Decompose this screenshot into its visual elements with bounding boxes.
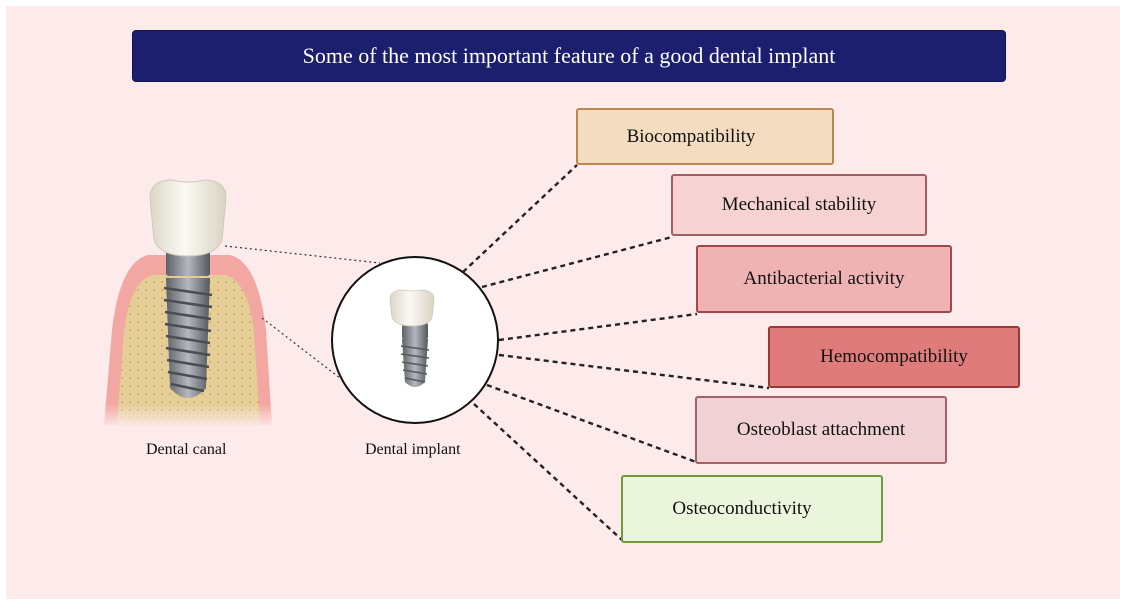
feature-biocompatibility: Biocompatibility xyxy=(576,108,834,165)
feature-label: Osteoblast attachment xyxy=(737,419,905,441)
connector-biocompatibility xyxy=(463,165,577,272)
caption-dental-implant: Dental implant xyxy=(365,441,461,459)
feature-label: Biocompatibility xyxy=(627,126,756,148)
connector-osteoblast-attachment xyxy=(487,385,696,462)
feature-osteoconductivity: Osteoconductivity xyxy=(621,475,883,543)
connector-antibacterial-activity xyxy=(499,314,697,340)
connector-hemocompatibility xyxy=(499,355,769,388)
feature-hemocompatibility: Hemocompatibility xyxy=(768,326,1020,388)
feature-label: Mechanical stability xyxy=(722,194,877,216)
implant-icon xyxy=(332,257,498,423)
connector-osteoconductivity xyxy=(474,404,622,540)
feature-antibacterial-activity: Antibacterial activity xyxy=(696,245,952,313)
feature-label: Hemocompatibility xyxy=(820,346,968,368)
caption-dental-canal: Dental canal xyxy=(146,441,226,459)
feature-osteoblast-attachment: Osteoblast attachment xyxy=(695,396,947,464)
feature-label: Antibacterial activity xyxy=(744,268,905,290)
feature-label: Osteoconductivity xyxy=(672,498,811,520)
connector-mechanical-stability xyxy=(482,237,672,287)
feature-mechanical-stability: Mechanical stability xyxy=(671,174,927,236)
tooth-with-implant-cross-section-icon xyxy=(100,180,276,428)
title-banner: Some of the most important feature of a … xyxy=(132,30,1006,82)
